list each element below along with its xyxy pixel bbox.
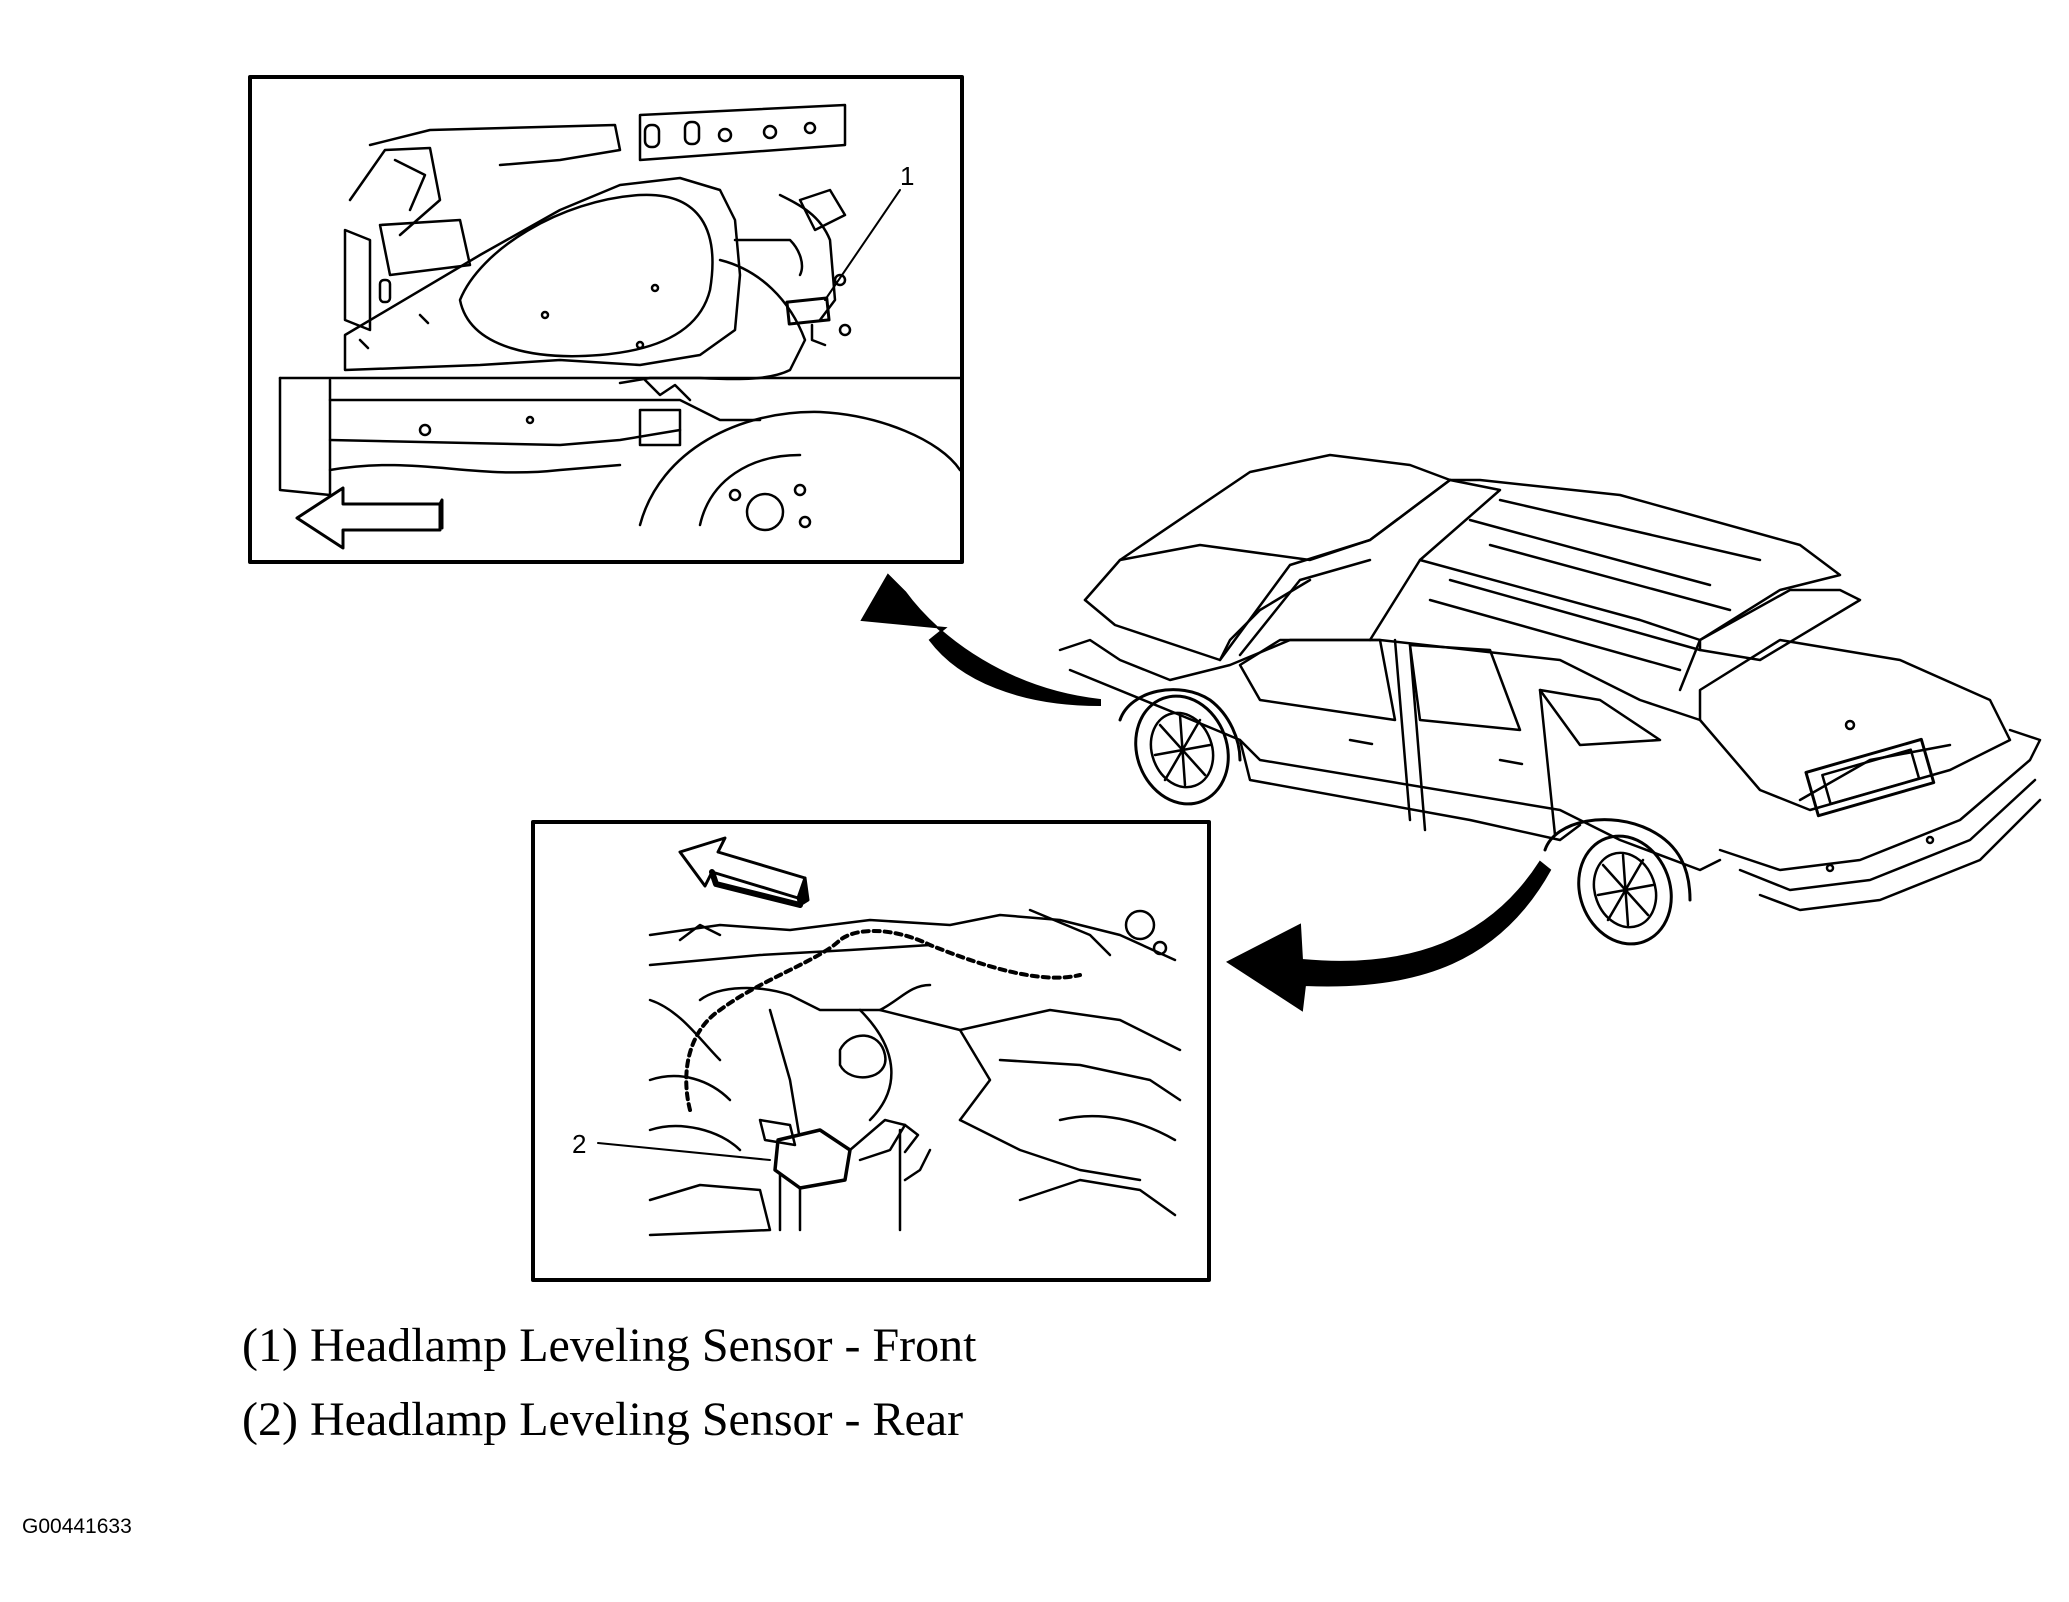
figure-id-label: G00441633 (22, 1515, 132, 1538)
callout-2: 2 (572, 1129, 586, 1159)
pointer-arrow-front (860, 573, 1101, 707)
rear-sensor-detail-panel (531, 820, 1211, 1282)
arrow-up-left-3d-icon (678, 836, 810, 908)
vehicle-illustration (1058, 453, 2042, 946)
legend-item-front-sensor: (1) Headlamp Leveling Sensor - Front (242, 1319, 977, 1372)
pointer-arrow-rear (1226, 860, 1552, 1012)
arrow-left-outline-icon (295, 486, 442, 550)
callout-1: 1 (900, 161, 914, 191)
legend-item-rear-sensor: (2) Headlamp Leveling Sensor - Rear (242, 1393, 964, 1446)
curved-arrow-icon (860, 573, 1101, 707)
curved-arrow-icon (1226, 860, 1552, 1012)
front-sensor-detail-panel (248, 75, 964, 564)
